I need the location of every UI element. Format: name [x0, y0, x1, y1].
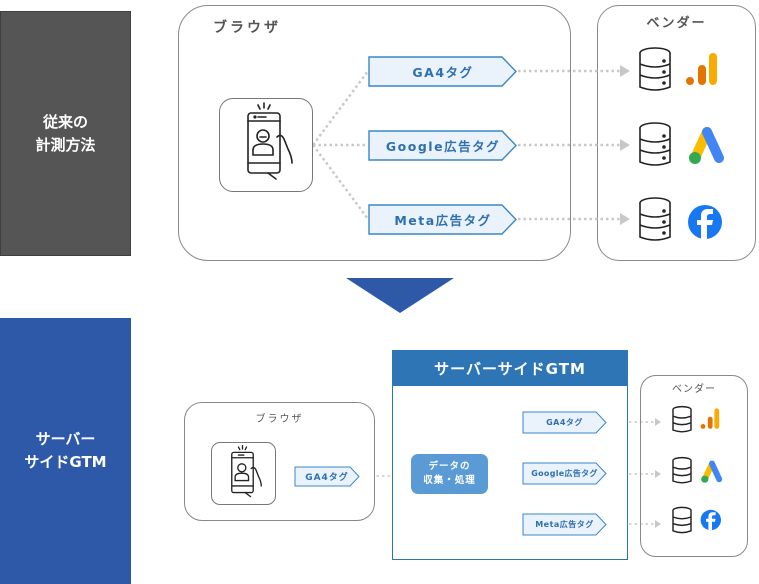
server-side-gtm-label: サーバー サイドGTM: [0, 318, 131, 584]
tag-label: Google広告タグ: [531, 469, 598, 478]
database-icon: [672, 405, 692, 433]
down-arrow-icon: [346, 278, 454, 313]
google-ads-icon: [689, 127, 724, 164]
database-icon: [672, 456, 692, 484]
arrowhead: [620, 139, 630, 151]
tag-ga4: GA4タグ: [522, 411, 607, 434]
database-icon: [639, 197, 671, 241]
tag-label: Meta広告タグ: [394, 213, 492, 228]
arrowhead: [620, 65, 630, 77]
facebook-icon: [700, 509, 721, 531]
tag-label: Google広告タグ: [385, 139, 501, 154]
vendor-icons-server-side: [672, 405, 723, 534]
vendor-icons-traditional: [639, 47, 724, 241]
tag-label: Meta広告タグ: [535, 520, 594, 529]
arrowhead: [620, 213, 630, 225]
database-icon: [672, 506, 692, 534]
google-ads-icon: [701, 460, 723, 483]
tag-meta-ads: Meta広告タグ: [522, 513, 607, 536]
tag-label: GA4タグ: [412, 65, 474, 80]
google-analytics-icon: [700, 408, 720, 429]
tag-label: GA4タグ: [305, 473, 349, 483]
vendor-container-server-side: [640, 375, 748, 557]
data-collection-processing-box: データの 収集・処理: [411, 454, 488, 494]
tag-google-ads: Google広告タグ: [368, 130, 518, 161]
gtm-header: サーバーサイドGTM: [392, 350, 628, 386]
tag-google-ads: Google広告タグ: [522, 462, 607, 485]
tag-meta-ads: Meta広告タグ: [368, 204, 518, 235]
database-icon: [639, 47, 671, 91]
google-analytics-icon: [686, 53, 717, 85]
facebook-icon: [688, 205, 722, 239]
tag-ga4: GA4タグ: [368, 56, 518, 87]
smartphone-user-tile: [219, 98, 313, 192]
smartphone-user-tile: [211, 442, 276, 505]
tag-ga4-browser: GA4タグ: [294, 466, 360, 487]
arrowhead: [655, 470, 661, 478]
vendor-title: ベンダー: [672, 384, 716, 395]
tag-label: GA4タグ: [546, 418, 583, 427]
arrowhead: [655, 520, 661, 528]
smartphone-user-icon: [247, 102, 293, 180]
arrowhead: [655, 418, 661, 426]
smartphone-user-icon: [231, 445, 262, 498]
browser-title: ブラウザ: [255, 414, 304, 425]
vendor-title: ベンダー: [646, 16, 707, 31]
browser-title: ブラウザ: [213, 20, 281, 36]
traditional-method-label: 従来の 計測方法: [0, 11, 131, 256]
database-icon: [639, 122, 671, 166]
